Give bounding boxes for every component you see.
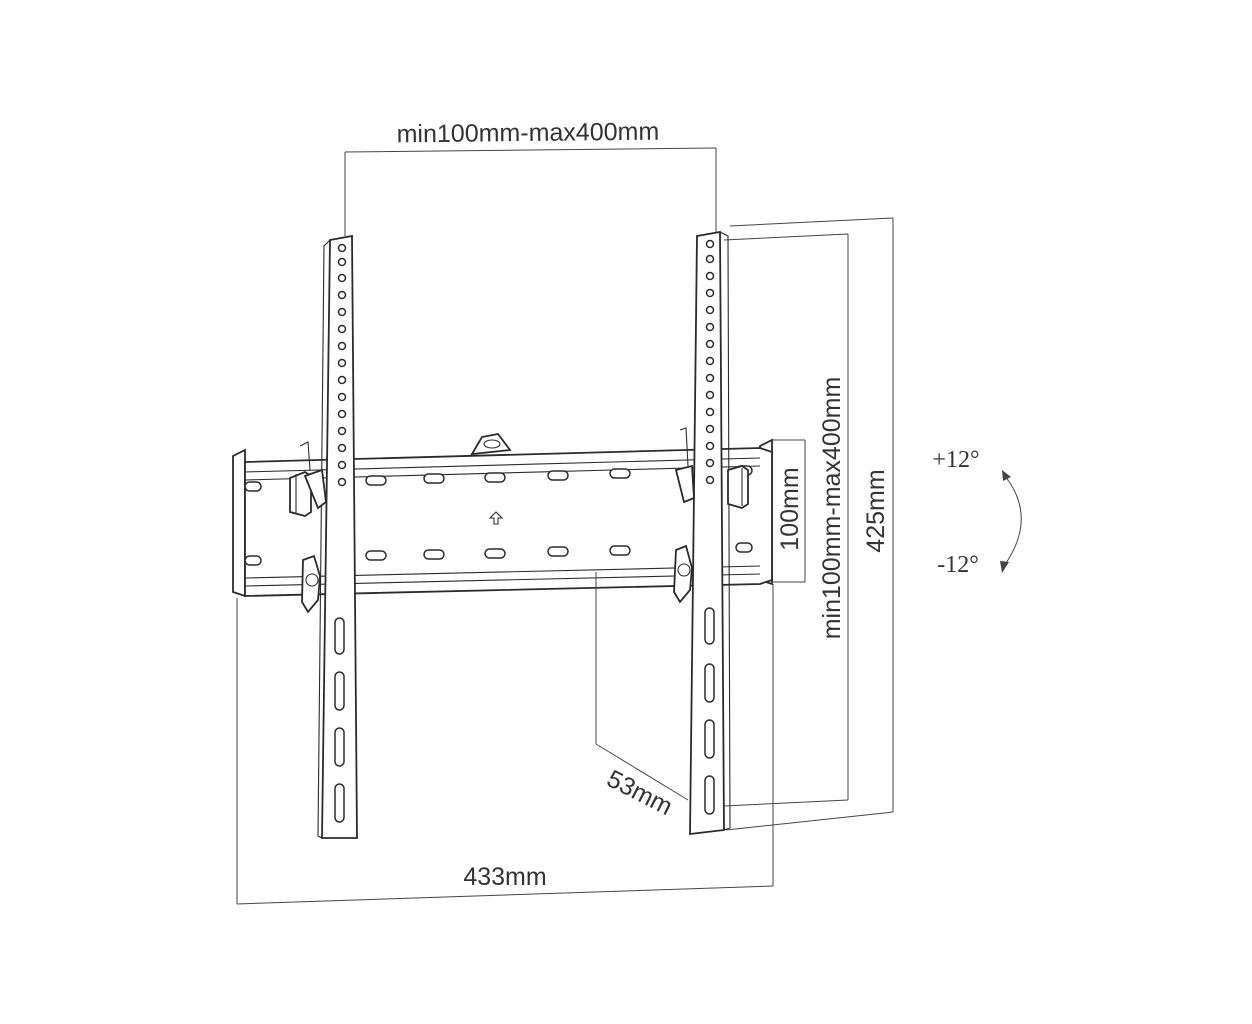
up-arrow-icon	[488, 511, 504, 525]
label-height-total: 425mm	[862, 469, 890, 552]
left-lock-clip	[301, 554, 321, 614]
label-vesa-horizontal: min100mm-max400mm	[396, 118, 659, 149]
label-tilt-down: -12°	[937, 552, 979, 578]
dimension-vesa-vertical	[723, 233, 849, 807]
label-vesa-vertical: min100mm-max400mm	[818, 377, 846, 640]
left-arm-slots	[334, 617, 345, 823]
level-bubble-icon	[470, 433, 512, 456]
right-lock-clip	[673, 544, 693, 604]
label-tilt-up: +12°	[932, 447, 979, 473]
right-tilt-knob	[674, 427, 749, 509]
dimension-rail-height	[772, 439, 806, 583]
dimension-depth	[595, 572, 689, 801]
dimension-height-total	[725, 217, 894, 831]
label-rail-height: 100mm	[776, 467, 804, 550]
left-arm-holes	[337, 243, 347, 487]
right-arm-holes	[705, 239, 715, 485]
left-vertical-arm	[289, 234, 358, 839]
dimension-vesa-horizontal	[344, 147, 717, 236]
left-tilt-knob	[289, 441, 327, 517]
dimension-width-total	[236, 584, 774, 905]
right-arm-slots	[704, 607, 715, 815]
right-vertical-arm	[673, 230, 749, 836]
tilt-arc-icon	[1000, 470, 1022, 573]
label-width-total: 433mm	[463, 863, 546, 891]
label-depth: 53mm	[602, 765, 677, 821]
wall-plate-slots-bottom	[244, 542, 753, 566]
